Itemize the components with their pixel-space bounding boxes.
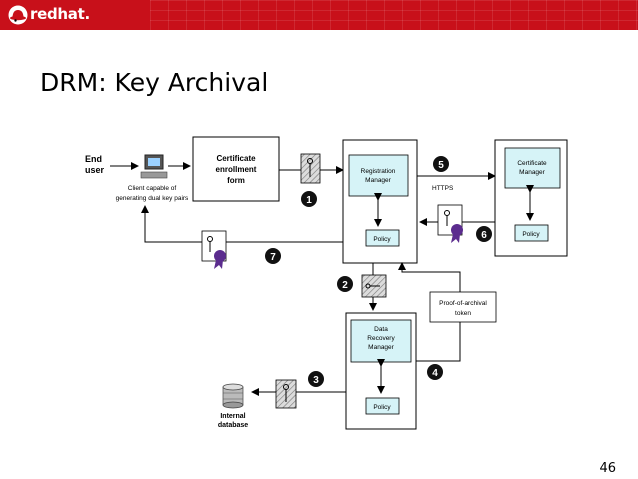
cert-form-label: Certificate: [216, 154, 256, 163]
cert-form-label-3: form: [227, 176, 245, 185]
https-label: HTTPS: [432, 185, 454, 192]
drm-label-3: Manager: [368, 344, 394, 351]
data-recovery-manager-box: [350, 319, 412, 363]
step-7-marker: [265, 248, 281, 264]
step-5-marker: [433, 156, 449, 172]
header-banner: redhat.: [0, 0, 638, 30]
step-1-label: 1: [306, 195, 312, 206]
step-2-marker: [337, 276, 353, 292]
ra-label-2: Manager: [365, 177, 391, 184]
drm-label-2: Recovery: [367, 335, 395, 342]
ra-policy-label: Policy: [373, 236, 391, 243]
step-6-label: 6: [481, 230, 487, 241]
page-number: 46: [599, 461, 616, 476]
ra-label: Registration: [361, 168, 396, 175]
step-2-label: 2: [342, 280, 348, 291]
step-6-marker: [476, 226, 492, 242]
encrypted-key-packet-1-icon: [300, 153, 321, 184]
redhat-logo-icon: [8, 5, 28, 25]
encrypted-key-packet-2-icon: [361, 274, 387, 298]
encrypted-key-packet-3-icon: [275, 379, 297, 409]
ca-label-2: Manager: [519, 169, 545, 176]
client-caption: Client capable of: [128, 185, 177, 192]
ca-policy-label: Policy: [522, 231, 540, 238]
registration-manager-box: [348, 154, 409, 197]
certificate-7-icon: [201, 230, 227, 269]
poa-label: Proof-of-archival: [439, 300, 487, 307]
drm-label: Data: [374, 326, 388, 333]
step-4-marker: [427, 364, 443, 380]
certificate-manager-box: [504, 147, 561, 189]
cert-form-label-2: enrollment: [216, 165, 257, 174]
drm-policy-label: Policy: [373, 404, 391, 411]
cert-enrollment-form-box: [192, 136, 280, 202]
banner-pattern: [150, 0, 638, 30]
client-caption-2: generating dual key pairs: [116, 195, 189, 202]
poa-label-2: token: [455, 310, 471, 317]
ra-to-user-return-arrow: [141, 205, 343, 243]
end-user-label-2: user: [85, 165, 105, 175]
drm-to-poa-line: [416, 322, 461, 362]
redhat-logo-text: redhat.: [30, 5, 90, 23]
step-3-label: 3: [313, 375, 319, 386]
poa-to-ra-arrow: [398, 262, 461, 292]
ra-policy-box: [365, 229, 400, 247]
step-7-label: 7: [270, 252, 276, 263]
step-1-marker: [301, 191, 317, 207]
db-label-2: database: [218, 422, 248, 429]
proof-of-archival-box: [429, 291, 497, 323]
ca-label: Certificate: [517, 160, 547, 167]
ca-policy-box: [514, 224, 549, 242]
step-4-label: 4: [432, 368, 438, 379]
step-5-label: 5: [438, 160, 444, 171]
step-3-marker: [308, 371, 324, 387]
computer-icon: [140, 154, 168, 179]
end-user-label: End: [85, 154, 102, 164]
certificate-6-icon: [437, 204, 463, 243]
database-icon: [222, 383, 244, 409]
db-label: Internal: [220, 413, 245, 420]
drm-policy-box: [365, 397, 400, 415]
slide-title: DRM: Key Archival: [40, 68, 269, 97]
